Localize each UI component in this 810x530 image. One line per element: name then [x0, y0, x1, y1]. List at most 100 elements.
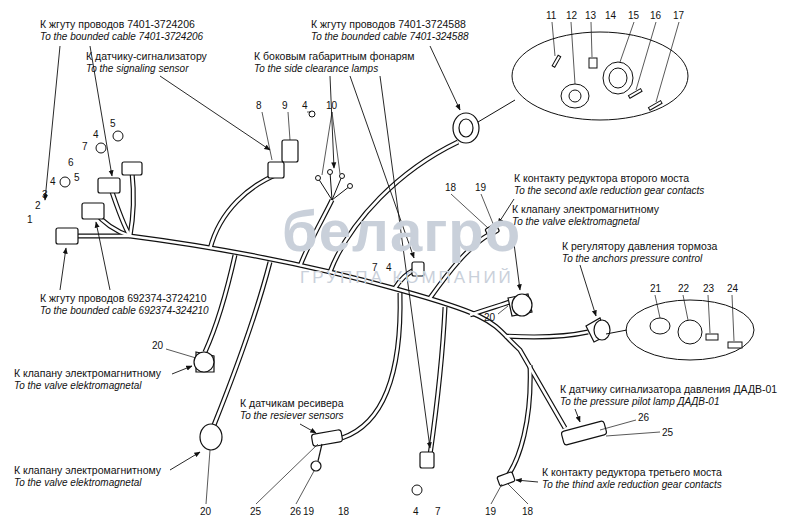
caption-english: To the valve elektromagnetal: [14, 477, 142, 489]
caption-russian: К датчику сигнализатора давления ДАДВ-01: [560, 383, 777, 396]
connector: [82, 203, 104, 219]
callout-number: 18: [445, 182, 456, 194]
callout-number: 2: [35, 200, 41, 212]
small-dot-icons: [113, 131, 123, 141]
round-connector: [200, 424, 222, 450]
callout-number: 16: [650, 10, 661, 22]
wire-terminals: [340, 174, 345, 179]
callout-number: 7: [435, 506, 441, 518]
callout-number: 24: [727, 283, 738, 295]
callout-number: 4: [302, 100, 308, 112]
connector: [282, 140, 298, 162]
round-connector: [512, 294, 532, 316]
leader-arrow: [430, 46, 460, 110]
detail-parts: [561, 84, 589, 108]
callout-leader: [491, 484, 502, 504]
caption-english: To the thind axle reduction gear contact…: [542, 479, 722, 491]
callout-number: 8: [256, 100, 262, 112]
connector: [122, 162, 142, 175]
connector: [268, 162, 284, 178]
lamp-wires: [330, 172, 332, 200]
cable-outline: [342, 293, 400, 438]
caption-english: To the valve elektromagnetal: [512, 216, 640, 228]
round-connector: [508, 294, 532, 316]
callout-leader: [166, 349, 196, 358]
caption-english: To the pressure pilot lamp ДАДВ-01: [560, 396, 719, 408]
callout-number: 25: [662, 427, 673, 439]
cable-outline: [130, 236, 565, 428]
sensor-cylinder: [561, 421, 607, 446]
detail-parts: [648, 101, 662, 111]
callout-leader: [636, 22, 656, 90]
leader-arrow: [45, 46, 596, 482]
callout-leader: [508, 484, 528, 504]
callout-leader: [262, 112, 272, 160]
callout-leader: [552, 22, 555, 56]
small-dot-icons: [96, 143, 106, 153]
callout-number: 19: [485, 506, 496, 518]
callout-number: 22: [678, 283, 689, 295]
callout-number: 19: [303, 506, 314, 518]
callout-number: 14: [605, 10, 616, 22]
connector: [497, 472, 515, 487]
callout-leader: [655, 295, 660, 318]
caption-russian: К клапану электромагнитному: [14, 464, 161, 477]
caption-russian: К контакту редуктора второго моста: [514, 172, 689, 185]
callout-number: 26: [290, 506, 301, 518]
cable-core: [70, 235, 130, 238]
caption-russian: К жгуту проводов 7401-3724588: [311, 18, 466, 31]
callout-leader: [256, 444, 318, 504]
callout-leader: [600, 420, 636, 430]
detail-view: [606, 330, 627, 334]
callout-number: 18: [338, 506, 349, 518]
detail-parts: [628, 89, 642, 99]
leader-arrow: [60, 248, 66, 290]
callout-number: 1: [27, 214, 33, 226]
callout-leader: [656, 22, 679, 102]
cable-outline: [210, 174, 278, 249]
callout-leader: [332, 112, 340, 174]
callout-number: 20: [200, 506, 211, 518]
cable-core: [205, 255, 235, 352]
callout-leader: [683, 295, 688, 320]
callout-leader: [288, 112, 290, 140]
cable-outline: [130, 172, 133, 236]
callout-leader: [322, 112, 332, 175]
leader-arrow: [160, 76, 270, 150]
watermark: ГРУППА КОМПАНИЙ: [300, 268, 514, 288]
sensor-cylinder: [311, 421, 607, 471]
callout-leader: [206, 450, 210, 504]
detail-parts: [569, 90, 581, 102]
sensor-cylinder: [318, 444, 322, 461]
callout-number: 19: [475, 182, 486, 194]
connector: [420, 452, 434, 468]
connector: [98, 178, 120, 193]
caption-english: To the second axle reduction gear contac…: [514, 185, 704, 197]
callout-number: 23: [703, 283, 714, 295]
detail-parts: [552, 55, 561, 67]
callout-number: 6: [68, 157, 74, 169]
detail-view: [626, 300, 754, 360]
callout-number: 9: [282, 100, 288, 112]
leader-arrow: [45, 46, 60, 200]
callout-leader: [732, 295, 734, 341]
callout-leader: [571, 22, 575, 84]
callout-number: 4: [50, 176, 56, 188]
connector: [56, 228, 78, 244]
callout-leader: [307, 112, 311, 113]
leader-arrow: [172, 366, 192, 374]
callout-number: 15: [628, 10, 639, 22]
caption-english: To the signaling sensor: [86, 63, 188, 75]
callout-number: 20: [152, 340, 163, 352]
callout-leader: [708, 295, 710, 333]
cable-core: [342, 293, 400, 438]
wire-terminals: [348, 184, 353, 189]
caption-russian: К клапану электромагнитному: [512, 203, 659, 216]
detail-parts: [603, 62, 633, 94]
leader-arrow: [300, 424, 316, 433]
callout-number: 3: [42, 189, 48, 201]
caption-english: To the bounded cable 7401-3724206: [40, 31, 203, 43]
leader-arrow: [580, 265, 596, 316]
